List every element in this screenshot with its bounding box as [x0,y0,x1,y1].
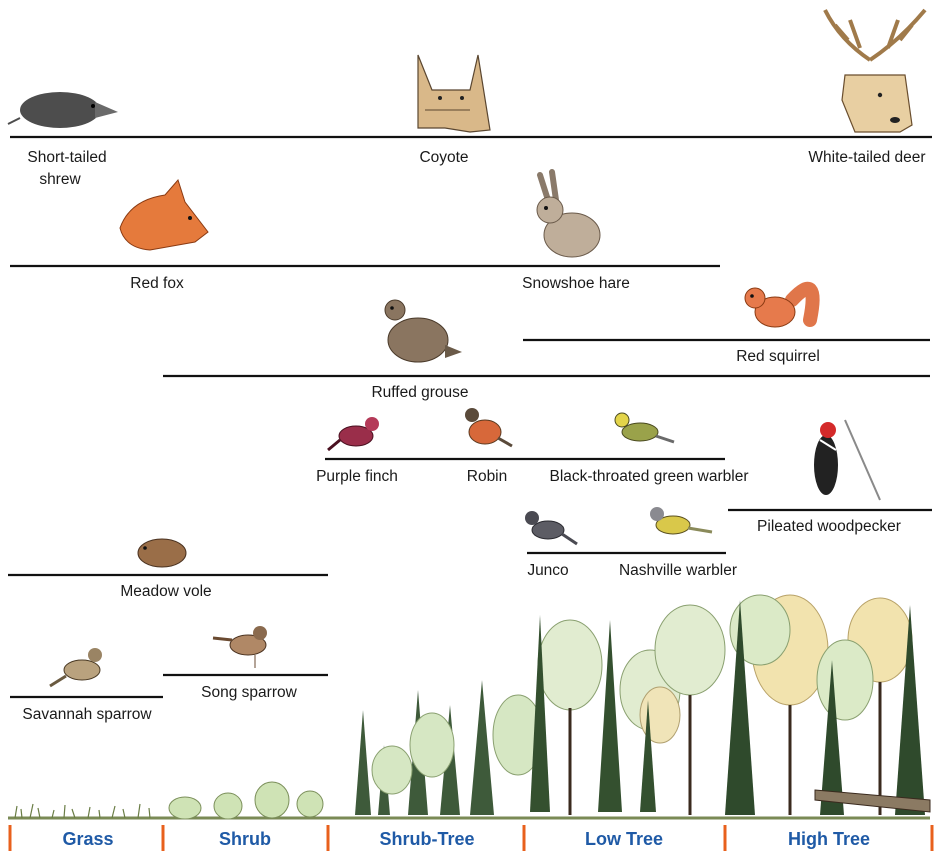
coyote-icon [418,55,490,132]
stage-label-grass: Grass [62,829,113,849]
stage-axis: Grass Shrub Shrub-Tree Low Tree High Tre… [10,825,932,851]
stage-label-shrub: Shrub [219,829,271,849]
label-junco: Junco [527,562,568,579]
label-ruffed-grouse: Ruffed grouse [371,384,468,401]
robin-icon [465,408,512,446]
savannah-sparrow-icon [50,648,102,686]
deer-icon [825,10,925,132]
shrew-icon [8,92,118,128]
label-red-fox: Red fox [130,275,184,292]
label-coyote: Coyote [419,149,468,166]
label-song-sparrow: Song sparrow [201,684,297,701]
label-red-squirrel: Red squirrel [736,348,820,365]
vole-icon [138,539,186,567]
stage-label-high-tree: High Tree [788,829,870,849]
label-savannah-sparrow: Savannah sparrow [22,706,152,723]
song-sparrow-icon [213,626,267,668]
grouse-icon [385,300,462,362]
woodpecker-icon [814,420,880,500]
label-nashville-warbler: Nashville warbler [619,562,737,579]
squirrel-icon [745,288,813,327]
label-snowshoe-hare: Snowshoe hare [522,275,630,292]
stage-label-shrub-tree: Shrub-Tree [379,829,474,849]
label-short-tailed-shrew-1: Short-tailed [27,149,106,166]
label-white-tailed-deer: White-tailed deer [808,149,925,166]
stage-label-low-tree: Low Tree [585,829,663,849]
finch-icon [328,417,379,450]
label-robin: Robin [467,468,508,485]
label-black-throated-green-warbler: Black-throated green warbler [549,468,748,485]
label-short-tailed-shrew-2: shrew [39,171,81,188]
label-meadow-vole: Meadow vole [120,583,211,600]
label-pileated-woodpecker: Pileated woodpecker [757,518,901,535]
junco-icon [525,511,577,544]
fox-icon [120,180,208,250]
nashville-warbler-icon [650,507,712,534]
label-purple-finch: Purple finch [316,468,398,485]
hare-icon [537,172,600,257]
warbler-icon [615,413,674,442]
